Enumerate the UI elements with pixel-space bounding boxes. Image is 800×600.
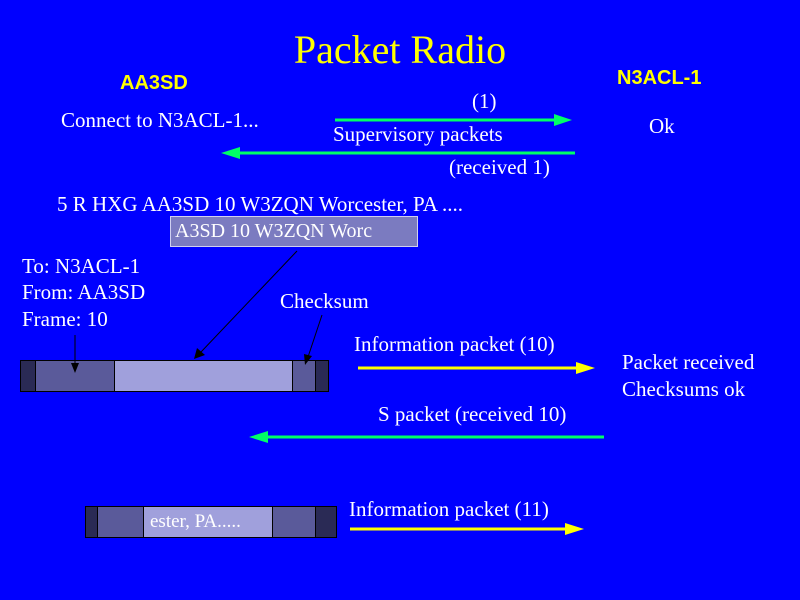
sequence-one-label: (1) bbox=[472, 89, 497, 113]
to-label: To: N3ACL-1 bbox=[22, 254, 141, 278]
frame-11-checksum bbox=[273, 507, 316, 537]
checksum-label: Checksum bbox=[280, 289, 369, 313]
connect-text: Connect to N3ACL-1... bbox=[61, 108, 259, 132]
packet-frame-10 bbox=[20, 360, 329, 392]
frame-start-flag bbox=[21, 361, 36, 391]
checksums-ok-text: Checksums ok bbox=[622, 377, 746, 401]
supervisory-packets-label: Supervisory packets bbox=[333, 122, 503, 146]
station-aa3sd-label: AA3SD bbox=[120, 72, 188, 94]
received-one-label: (received 1) bbox=[449, 155, 550, 179]
slide-title: Packet Radio bbox=[293, 27, 507, 72]
message-excerpt-box: A3SD 10 W3ZQN Worc bbox=[170, 216, 418, 247]
supervisory-arrow-left bbox=[221, 147, 575, 159]
station-n3acl-label: N3ACL-1 bbox=[617, 67, 702, 89]
frame-checksum bbox=[293, 361, 316, 391]
frame-number-label: Frame: 10 bbox=[22, 307, 108, 331]
information-packet-11-arrow bbox=[350, 523, 584, 535]
packet-frame-11: ester, PA..... bbox=[85, 506, 337, 538]
packet-received-text: Packet received bbox=[622, 350, 755, 374]
frame-11-data: ester, PA..... bbox=[144, 507, 273, 537]
checksum-pointer-arrow bbox=[304, 314, 323, 365]
information-packet-10-arrow bbox=[358, 362, 595, 374]
frame-11-header bbox=[98, 507, 144, 537]
information-packet-10-label: Information packet (10) bbox=[354, 332, 555, 356]
frame-data bbox=[115, 361, 293, 391]
header-pointer-arrow bbox=[71, 335, 79, 373]
s-packet-label: S packet (received 10) bbox=[378, 402, 567, 426]
s-packet-arrow bbox=[249, 431, 604, 443]
from-label: From: AA3SD bbox=[22, 280, 146, 304]
message-text: 5 R HXG AA3SD 10 W3ZQN Worcester, PA ...… bbox=[57, 192, 464, 216]
frame-end-flag bbox=[316, 361, 328, 391]
frame-11-start-flag bbox=[86, 507, 98, 537]
data-pointer-arrow bbox=[194, 250, 298, 359]
ok-text: Ok bbox=[649, 114, 675, 138]
supervisory-arrow-right bbox=[335, 114, 572, 126]
information-packet-11-label: Information packet (11) bbox=[349, 497, 549, 521]
frame-11-end-flag bbox=[316, 507, 336, 537]
